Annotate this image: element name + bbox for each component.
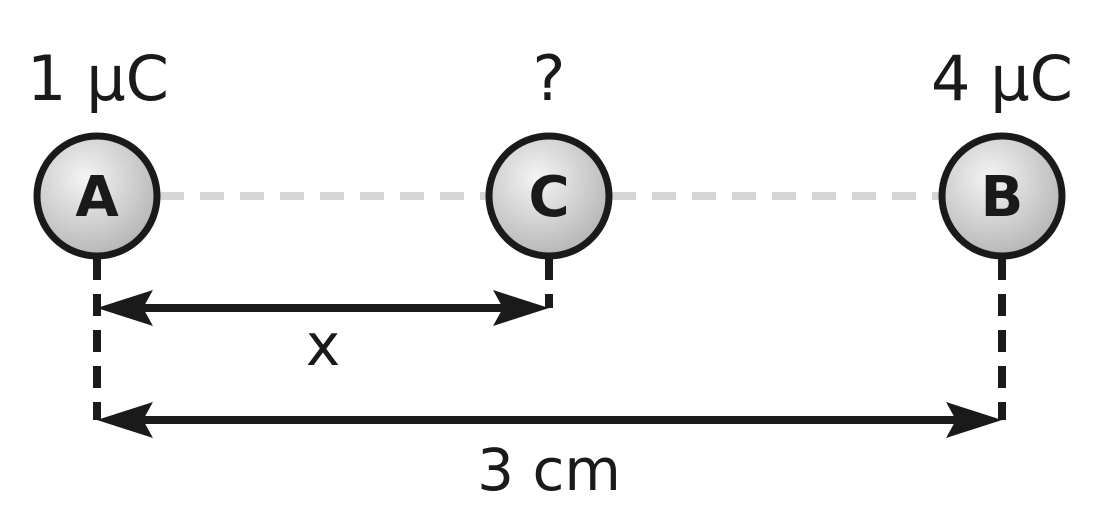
charge-a-node: A (33, 132, 161, 260)
charge-c-letter: C (528, 165, 569, 230)
dimension-arrow-total (97, 402, 1002, 438)
charge-a-letter: A (75, 165, 119, 230)
charge-b-letter: B (981, 165, 1024, 230)
charge-c-value: ? (533, 42, 566, 115)
charge-a-value: 1 μC (27, 42, 169, 115)
charge-c-node: C (485, 132, 613, 260)
distance-total-label: 3 cm (477, 436, 621, 504)
dimension-arrow-x (97, 290, 549, 326)
distance-x-label: x (306, 311, 340, 379)
charge-b-node: B (938, 132, 1066, 260)
charge-b-value: 4 μC (931, 42, 1073, 115)
